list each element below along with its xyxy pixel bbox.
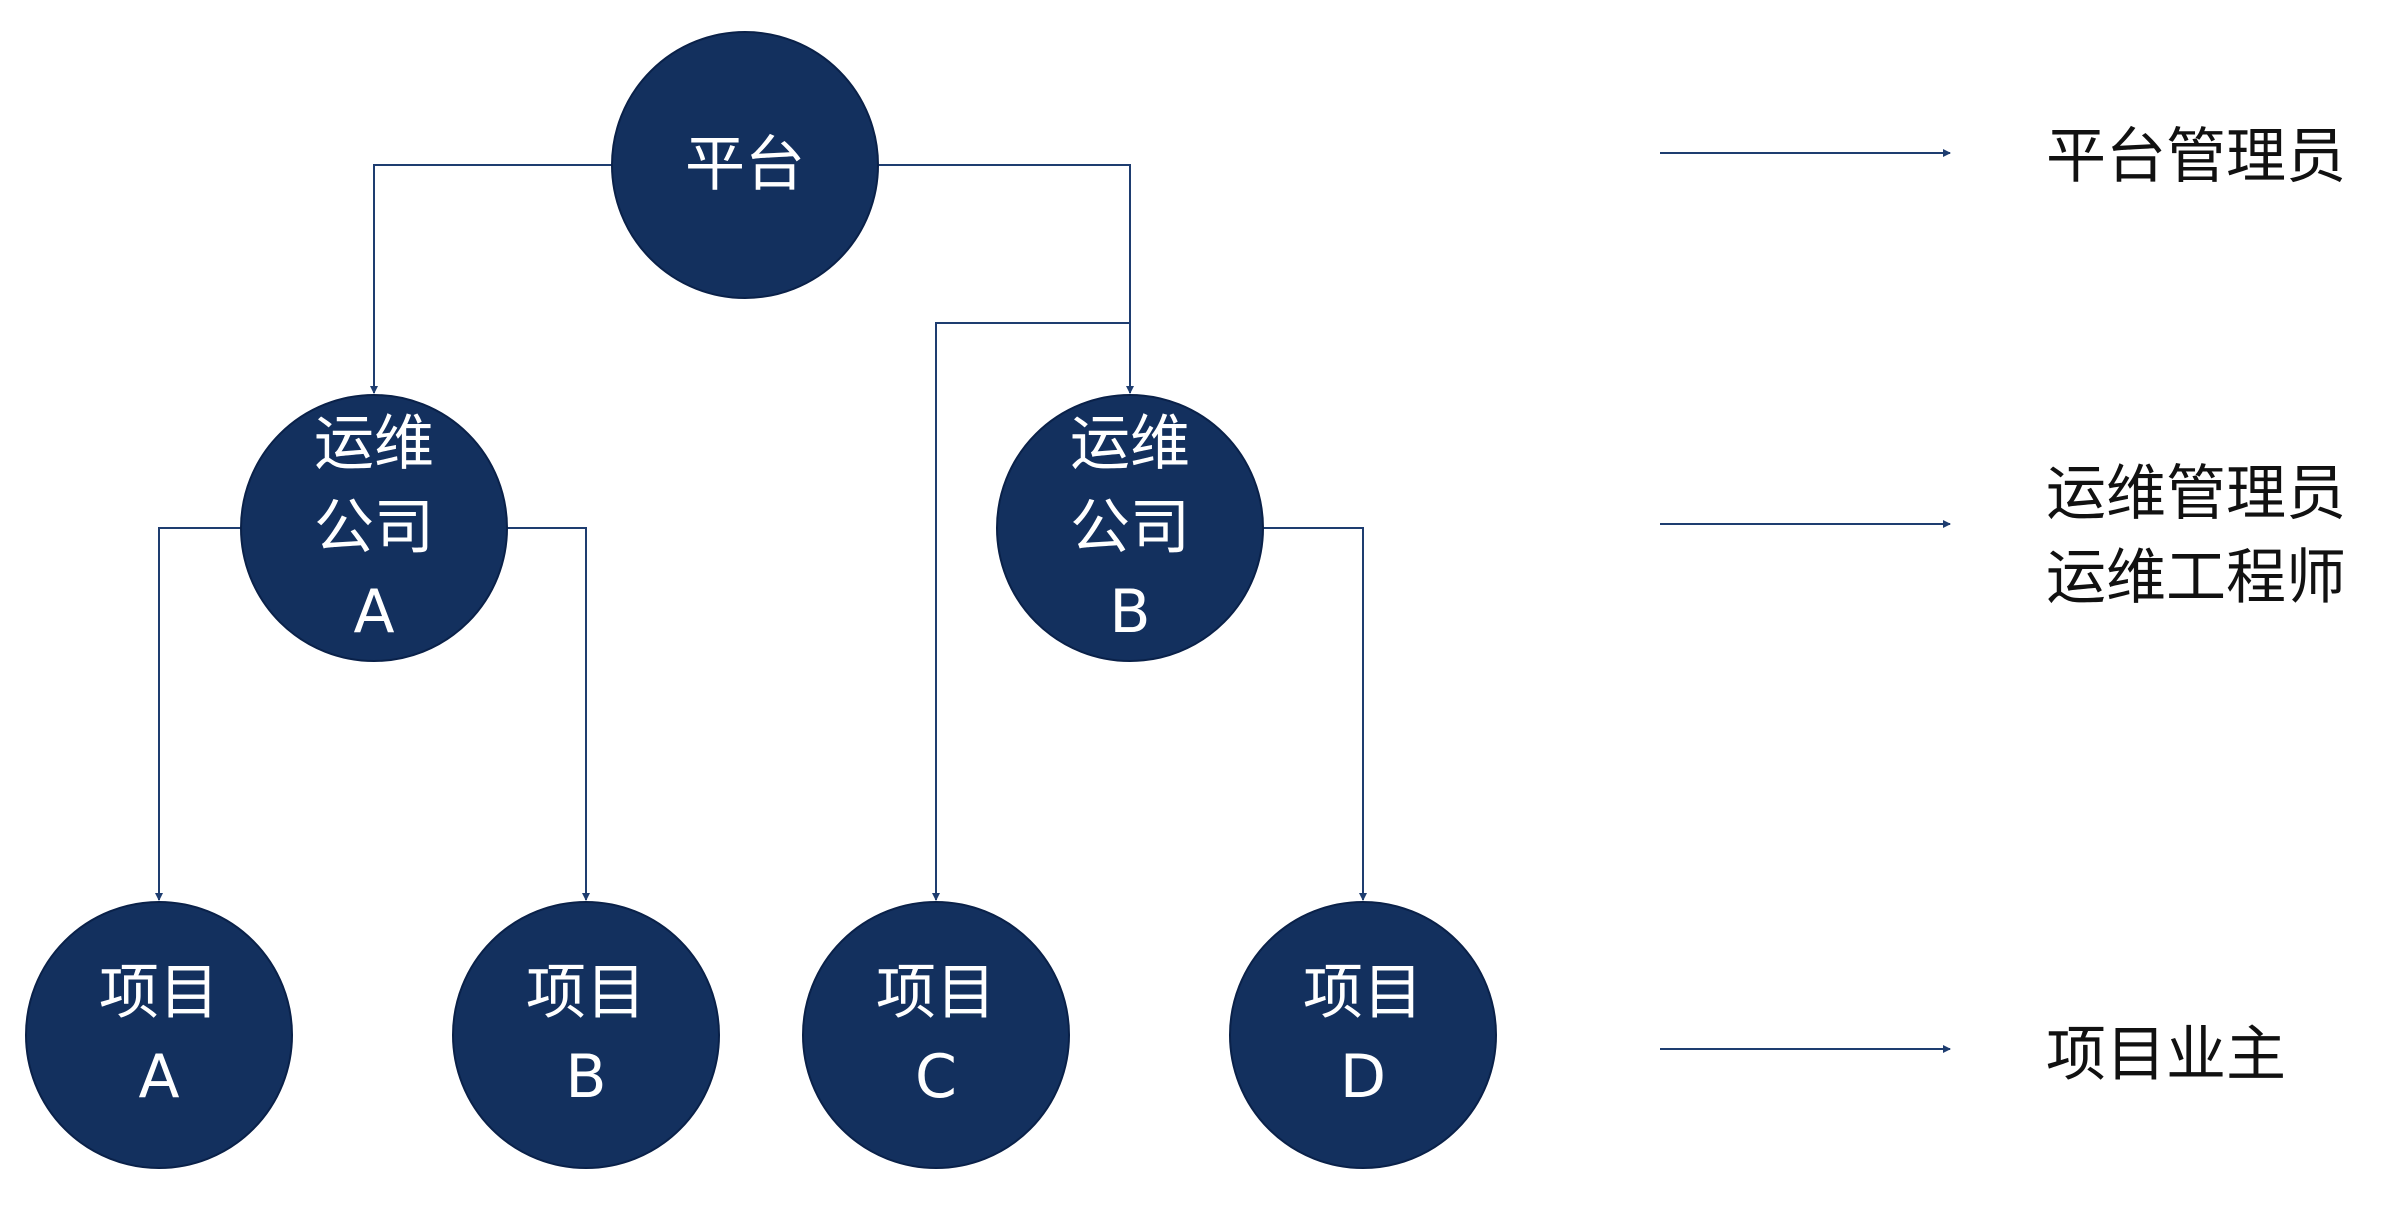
node-project-a: 项目 A [25,901,293,1169]
project-d-label-line: 项目 [1303,958,1423,1028]
role-label-level1: 平台管理员 [2046,122,2346,192]
company-a-label-line: 运维 [314,409,434,479]
company-b-label-line: 公司 [1070,493,1190,563]
project-d-label-line: D [1340,1042,1386,1112]
project-a-label-line: A [138,1042,179,1112]
project-c-label-line: 项目 [876,958,996,1028]
connector-company-a-to-project-b [507,527,590,901]
role-label-level3-line: 项目业主 [2046,1020,2286,1090]
project-b-label-line: B [565,1042,606,1112]
connector-company-b-to-project-d [1263,527,1367,901]
node-project-c: 项目 C [802,901,1070,1169]
company-a-label-line: 公司 [314,493,434,563]
role-label-level3: 项目业主 [2046,1020,2286,1090]
company-b-label-line: B [1109,577,1150,647]
node-platform: 平台 [611,31,879,299]
connector-platform-to-company-a [370,164,612,394]
node-project-d: 项目 D [1229,901,1497,1169]
connector-company-a-to-project-a [155,527,241,901]
connector-platform-to-company-b [878,164,1134,394]
role-label-level2-line: 运维工程师 [2046,543,2346,613]
company-a-label-line: A [353,577,394,647]
project-c-label-line: C [915,1042,957,1112]
role-label-level2-line: 运维管理员 [2046,459,2346,529]
connector-platform-to-project-c [932,322,1130,901]
company-b-label-line: 运维 [1070,409,1190,479]
platform-label-line: 平台 [685,130,805,200]
role-label-level1-line: 平台管理员 [2046,122,2346,192]
project-b-label-line: 项目 [526,958,646,1028]
project-a-label-line: 项目 [99,958,219,1028]
node-project-b: 项目 B [452,901,720,1169]
